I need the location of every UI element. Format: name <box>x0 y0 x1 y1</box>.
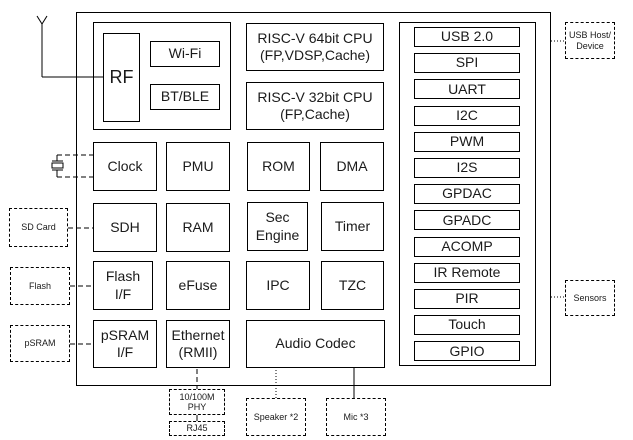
cpu-64bit-block: RISC-V 64bit CPU (FP,VDSP,Cache) <box>246 23 384 71</box>
peripheral-block-pwm: PWM <box>414 131 520 152</box>
flash-label: Flash <box>28 280 51 291</box>
peripheral-block-i2s: I2S <box>414 158 520 178</box>
timer-label: Timer <box>334 217 371 234</box>
peripheral-block-spi: SPI <box>414 53 520 74</box>
psram-if-block: pSRAM I/F <box>93 320 157 368</box>
bt-ble-block: BT/BLE <box>150 84 220 110</box>
peripheral-label: PWM <box>449 133 485 150</box>
peripheral-block-gpdac: GPDAC <box>414 184 520 205</box>
tzc-label: TZC <box>338 276 367 293</box>
peripheral-label: ACOMP <box>441 237 493 254</box>
sdh-block: SDH <box>93 203 157 252</box>
bt-ble-label: BT/BLE <box>160 88 210 105</box>
flash-if-block: Flash I/F <box>93 261 153 310</box>
chip-boundary <box>76 12 551 386</box>
audio-codec-label: Audio Codec <box>275 335 356 352</box>
psram-if-label: pSRAM I/F <box>100 326 150 361</box>
mic-block: Mic *3 <box>326 398 386 436</box>
usb-host-device-label: USB Host/ Device <box>568 30 611 51</box>
cpu-32bit-label: RISC-V 32bit CPU (FP,Cache) <box>257 88 373 123</box>
cpu-64bit-label: RISC-V 64bit CPU (FP,VDSP,Cache) <box>257 29 373 64</box>
psram-label: pSRAM <box>24 338 56 349</box>
crystal-oscillator-icon <box>51 154 93 178</box>
ipc-block: IPC <box>246 261 310 310</box>
phy-block: 10/100M PHY <box>169 389 225 415</box>
phy-label: 10/100M PHY <box>179 391 215 412</box>
psram-block: pSRAM <box>10 325 70 362</box>
sd-card-block: SD Card <box>9 208 68 247</box>
antenna-icon <box>36 15 103 78</box>
efuse-label: eFuse <box>178 276 218 293</box>
peripheral-block-gpio: GPIO <box>414 341 520 362</box>
sec-engine-label: Sec Engine <box>255 209 300 243</box>
dma-label: DMA <box>336 157 368 174</box>
sec-engine-block: Sec Engine <box>247 202 308 251</box>
pmu-block: PMU <box>166 142 230 191</box>
flash-block: Flash <box>10 267 70 305</box>
audio-codec-block: Audio Codec <box>246 320 385 368</box>
flash-if-label: Flash I/F <box>105 268 141 302</box>
peripheral-label: GPADC <box>442 211 492 228</box>
ram-block: RAM <box>166 203 230 252</box>
rf-block: RF <box>103 33 140 122</box>
peripheral-group <box>399 22 536 366</box>
peripheral-block-ir-remote: IR Remote <box>414 262 520 283</box>
peripheral-block-usb-2-0: USB 2.0 <box>414 27 520 47</box>
ram-label: RAM <box>182 218 214 235</box>
rom-block: ROM <box>247 142 310 191</box>
rf-label: RF <box>109 67 134 88</box>
usb-host-device-block: USB Host/ Device <box>565 22 615 59</box>
peripheral-block-touch: Touch <box>414 315 520 336</box>
ipc-label: IPC <box>266 276 290 293</box>
tzc-block: TZC <box>321 261 384 310</box>
wifi-block: Wi-Fi <box>150 41 220 67</box>
cpu-32bit-block: RISC-V 32bit CPU (FP,Cache) <box>246 82 384 130</box>
ethernet-label: Ethernet (RMII) <box>171 326 225 361</box>
sdh-label: SDH <box>110 218 140 235</box>
peripheral-label: PIR <box>455 290 479 307</box>
clock-block: Clock <box>93 142 157 191</box>
peripheral-block-gpadc: GPADC <box>414 210 520 231</box>
rj45-block: RJ45 <box>169 421 225 436</box>
peripheral-block-i2c: I2C <box>414 105 520 126</box>
sensors-label: Sensors <box>573 292 607 303</box>
rom-label: ROM <box>262 157 295 174</box>
speaker-label: Speaker *2 <box>253 411 299 422</box>
peripheral-label: GPDAC <box>442 185 492 202</box>
rj45-label: RJ45 <box>186 423 208 434</box>
peripheral-label: I2C <box>456 106 478 123</box>
dma-block: DMA <box>320 142 384 191</box>
peripheral-label: UART <box>448 80 486 97</box>
peripheral-label: Touch <box>448 316 486 333</box>
sensors-block: Sensors <box>565 280 615 316</box>
peripheral-block-uart: UART <box>414 79 520 100</box>
peripheral-label: IR Remote <box>433 264 501 281</box>
peripheral-block-acomp: ACOMP <box>414 236 520 257</box>
peripheral-label: GPIO <box>449 342 485 359</box>
wireless-group <box>93 22 231 130</box>
wifi-label: Wi-Fi <box>168 45 202 62</box>
sd-card-label: SD Card <box>21 222 56 233</box>
ethernet-block: Ethernet (RMII) <box>166 320 230 368</box>
peripheral-label: I2S <box>456 159 478 176</box>
mic-label: Mic *3 <box>343 411 369 422</box>
efuse-block: eFuse <box>166 261 230 310</box>
peripheral-label: USB 2.0 <box>440 28 494 45</box>
pmu-label: PMU <box>182 157 214 174</box>
clock-label: Clock <box>107 157 143 174</box>
speaker-block: Speaker *2 <box>246 398 306 436</box>
peripheral-label: SPI <box>455 54 479 71</box>
timer-block: Timer <box>321 202 384 251</box>
peripheral-block-pir: PIR <box>414 289 520 309</box>
